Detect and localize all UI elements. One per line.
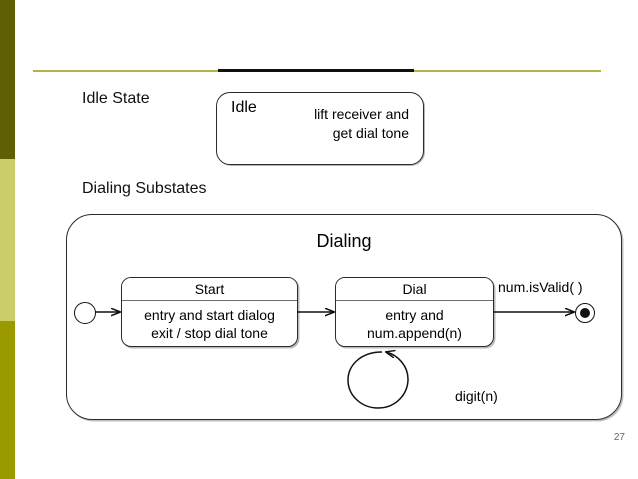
header-rule	[33, 69, 601, 73]
initial-state-icon	[74, 302, 96, 324]
state-box-start-body: entry and start dialog exit / stop dial …	[122, 301, 297, 342]
state-box-dial: Dial entry and num.append(n)	[335, 277, 494, 347]
dialing-substates-caption: Dialing Substates	[82, 180, 207, 197]
transition-label-num-isvalid: num.isValid( )	[498, 279, 583, 295]
idle-state-box: Idle lift receiver and get dial tone	[216, 92, 424, 165]
idle-state-body-line-2: get dial tone	[332, 125, 409, 141]
sidebar-band-middle	[0, 159, 15, 321]
state-box-start: Start entry and start dialog exit / stop…	[121, 277, 298, 347]
sidebar-band-bottom	[0, 321, 15, 479]
idle-state-caption: Idle State	[82, 90, 150, 107]
header-rule-accent	[218, 69, 414, 72]
state-box-start-body-line-1: entry and start dialog	[144, 307, 275, 323]
page-number: 27	[613, 432, 625, 443]
idle-state-body-line-1: lift receiver and	[314, 106, 409, 122]
state-box-dial-body-line-1: entry and	[385, 307, 444, 323]
state-box-dial-title: Dial	[336, 278, 493, 301]
dialing-state-title: Dialing	[316, 231, 372, 251]
transition-label-digit: digit(n)	[455, 388, 498, 404]
idle-state-body: lift receiver and get dial tone	[261, 105, 409, 143]
state-box-start-title: Start	[122, 278, 297, 301]
state-box-dial-body: entry and num.append(n)	[336, 301, 493, 342]
sidebar-band-top	[0, 0, 15, 159]
final-state-icon	[575, 303, 595, 323]
state-box-start-body-line-2: exit / stop dial tone	[151, 325, 268, 341]
state-box-dial-body-line-2: num.append(n)	[367, 325, 462, 341]
idle-state-name: Idle	[231, 99, 257, 116]
